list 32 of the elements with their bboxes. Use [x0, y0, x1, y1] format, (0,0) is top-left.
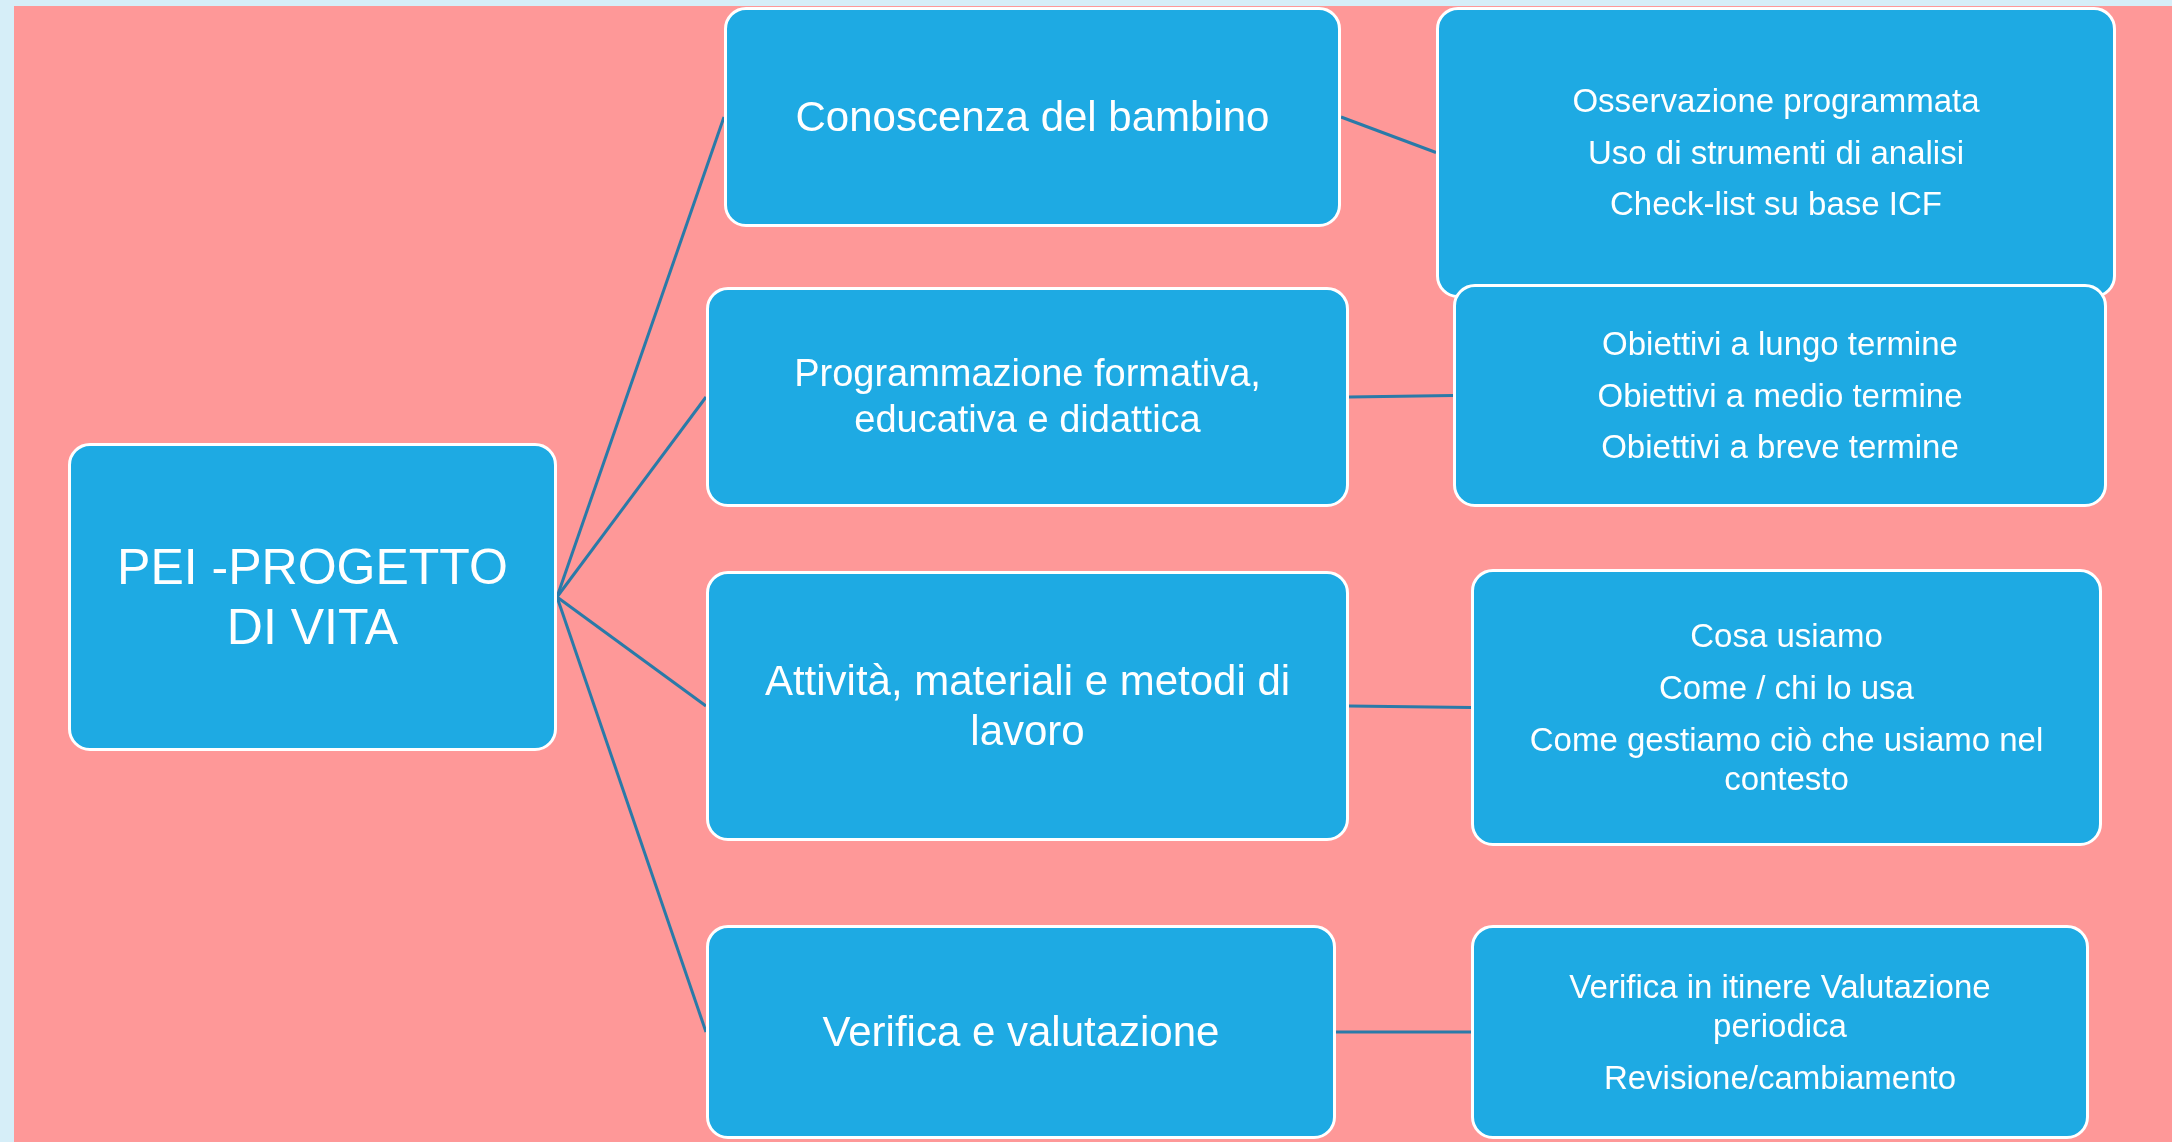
- process-box: [706, 925, 1336, 1139]
- node-text: Verifica in itinere Valutazione periodica: [1568, 966, 1992, 1046]
- node-text: Come / chi lo usa: [1659, 667, 1914, 708]
- connector-line: [1348, 704, 1472, 709]
- process-box: [1436, 7, 2116, 298]
- connector-line: [1340, 115, 1437, 154]
- node-text: PEI -PROGETTO DI VITA: [116, 538, 509, 657]
- node-text: Obiettivi a lungo termine: [1602, 324, 1958, 364]
- node-text: Osservazione programmata: [1572, 81, 1980, 121]
- process-box: [706, 571, 1349, 841]
- node-text: Obiettivi a breve termine: [1601, 427, 1959, 467]
- process-box: [1453, 284, 2107, 507]
- node-text: Programmazione formativa, educativa e didattica: [793, 351, 1262, 442]
- node-text: Check-list su base ICF: [1610, 184, 1942, 224]
- connector-line: [1348, 394, 1454, 399]
- node-text: Attività, materiali e metodi di lavoro: [763, 655, 1292, 756]
- node-text: Uso di strumenti di analisi: [1588, 132, 1964, 173]
- node-text: Conoscenza del bambino: [795, 91, 1270, 142]
- node-text: Revisione/cambiamento: [1603, 1057, 1957, 1098]
- node-text: Cosa usiamo: [1690, 616, 1883, 656]
- node-text: Obiettivi a medio termine: [1597, 375, 1963, 416]
- connector-line: [555, 396, 708, 598]
- process-box: [1471, 925, 2089, 1139]
- connector-line: [1336, 1030, 1471, 1034]
- node-text: Come gestiamo ciò che usiamo nel contesto: [1528, 719, 2045, 799]
- process-box: [68, 443, 557, 751]
- connector-line: [555, 596, 708, 1033]
- node-text: Verifica e valutazione: [822, 1006, 1220, 1057]
- process-box: [1471, 569, 2102, 846]
- connector-line: [556, 595, 707, 708]
- process-box: [724, 7, 1341, 227]
- process-box: [706, 287, 1349, 507]
